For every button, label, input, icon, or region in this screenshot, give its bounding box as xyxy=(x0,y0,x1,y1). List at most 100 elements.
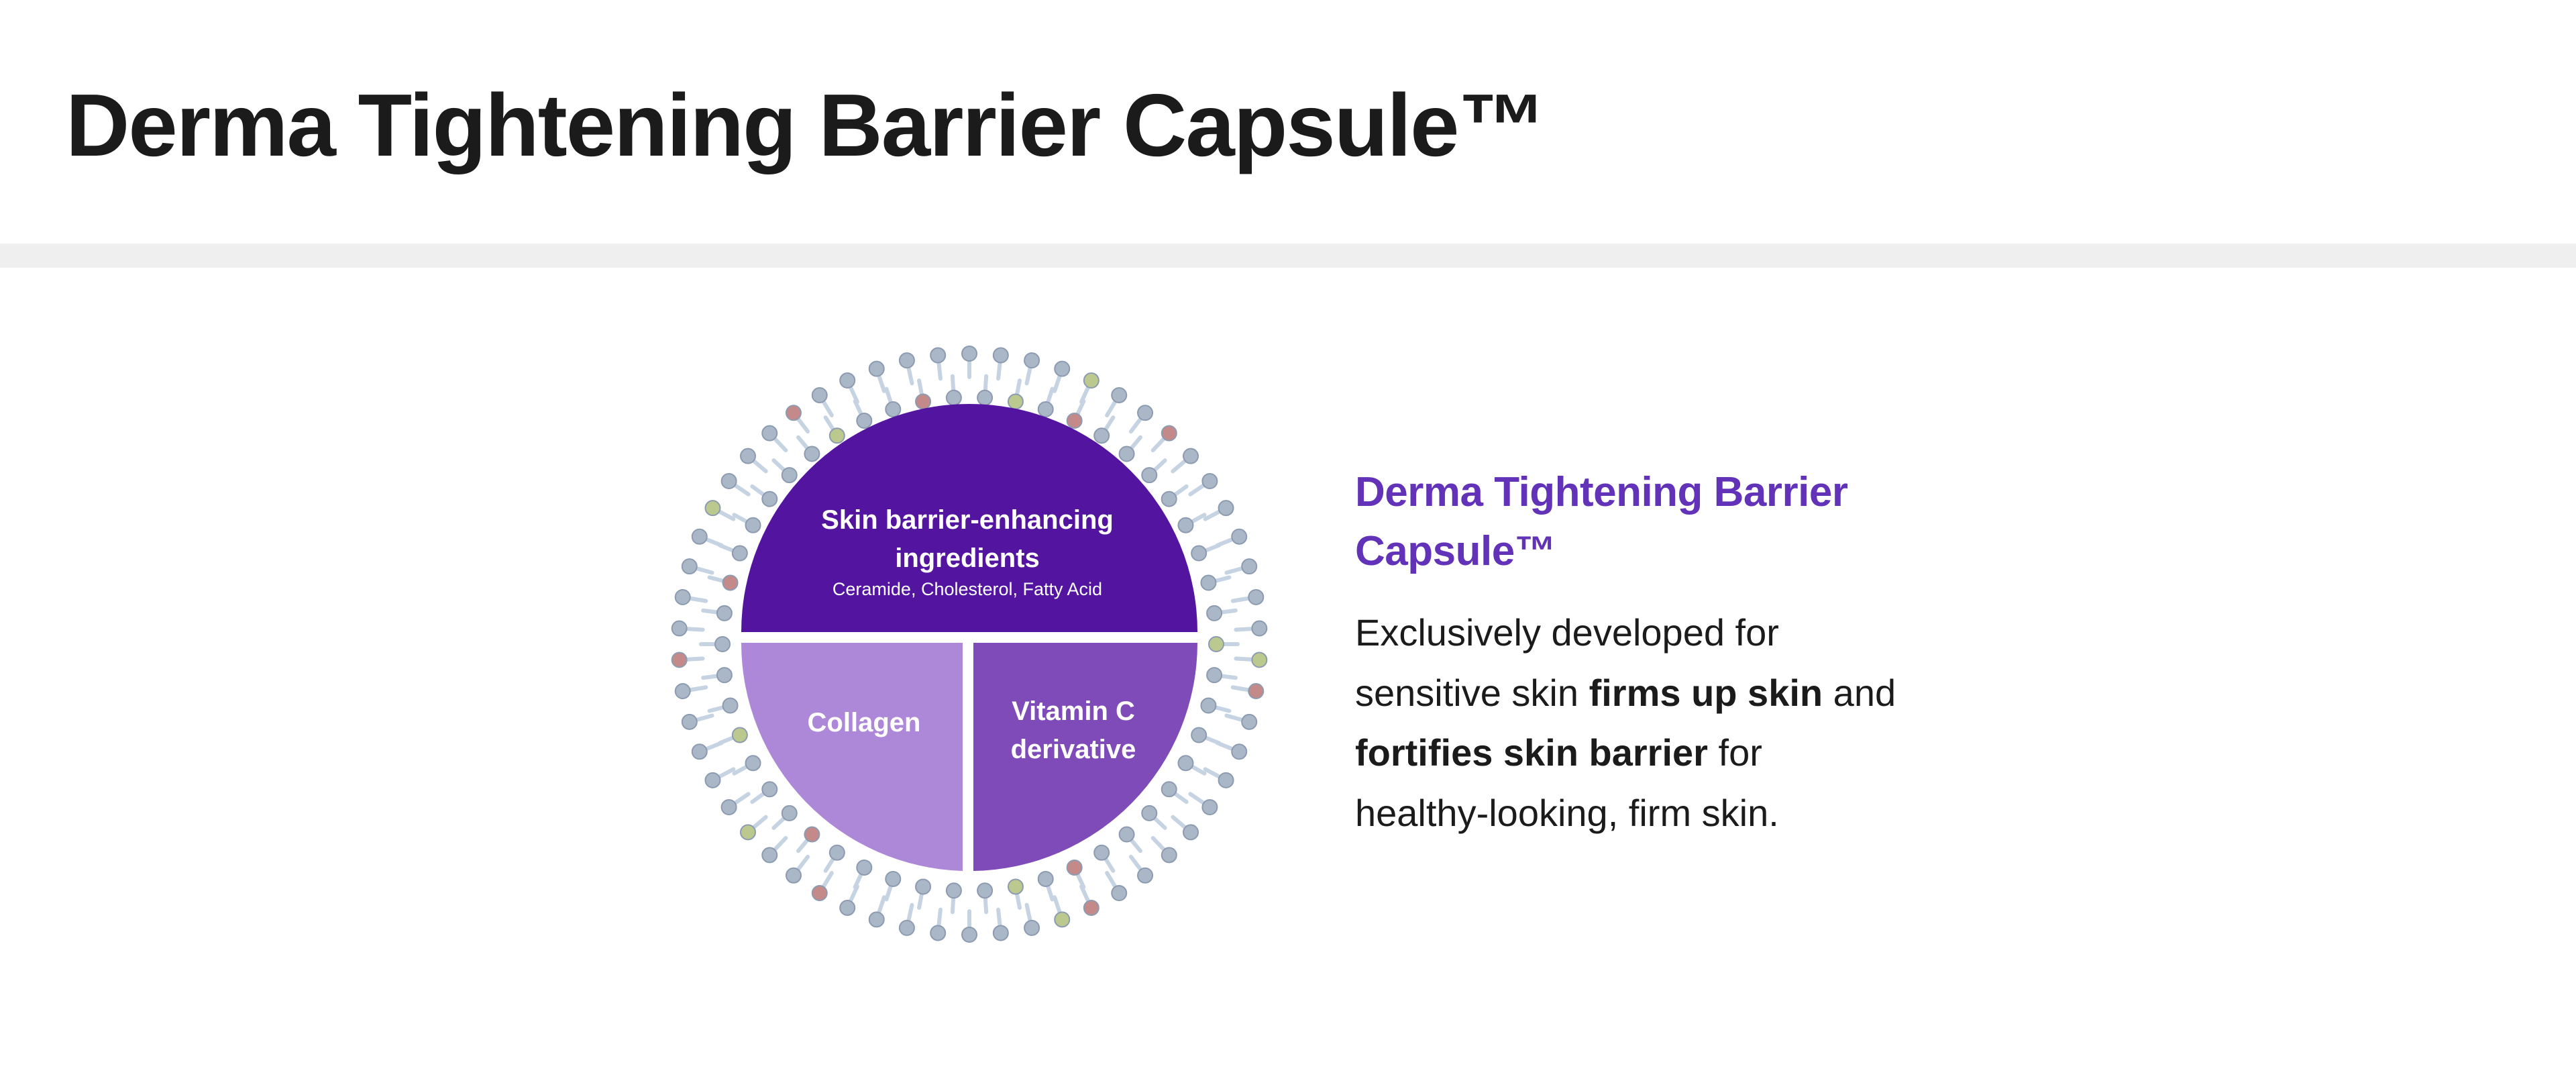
vitamin-c-line2: derivative xyxy=(1011,735,1136,764)
lipid-head xyxy=(739,448,756,464)
lipid-head xyxy=(1066,413,1083,429)
lipid-head xyxy=(714,636,731,652)
lipid-head xyxy=(761,425,778,442)
lipid-head xyxy=(671,620,688,637)
lipid-head xyxy=(1083,899,1099,916)
lipid-head xyxy=(930,347,947,364)
lipid-bilayer-ring xyxy=(671,346,1268,943)
lipid-head xyxy=(828,427,845,444)
lipid-head xyxy=(731,727,748,743)
lipid-head xyxy=(1037,870,1054,887)
info-panel: Derma Tightening Barrier Capsule™ Exclus… xyxy=(1355,463,2026,843)
lipid-head xyxy=(681,558,698,575)
lipid-head xyxy=(977,389,994,406)
lipid-head xyxy=(1206,605,1223,621)
collagen-label: Collagen xyxy=(808,708,921,737)
capsule-illustration: Skin barrier-enhancing ingredients Ceram… xyxy=(667,342,1271,946)
section-divider xyxy=(0,244,2576,268)
lipid-head xyxy=(1177,755,1194,772)
line2-pre: sensitive skin xyxy=(1355,671,1589,714)
lipid-head xyxy=(674,683,691,700)
lipid-head xyxy=(761,847,778,864)
lipid-head xyxy=(1161,781,1177,798)
lipid-head xyxy=(716,605,733,621)
firms-up-skin-emphasis: firms up skin xyxy=(1589,671,1823,714)
lipid-head xyxy=(674,588,691,605)
lipid-head xyxy=(1208,636,1224,652)
lipid-head xyxy=(1161,490,1177,507)
page-title: Derma Tightening Barrier Capsule™ xyxy=(66,76,1546,174)
lipid-head xyxy=(781,805,798,821)
lipid-head xyxy=(1248,588,1265,605)
vitamin-c-segment xyxy=(973,643,1197,871)
lipid-head xyxy=(1251,620,1268,637)
lipid-head xyxy=(671,652,688,668)
info-title-line2: Capsule™ xyxy=(1355,528,1556,575)
lipid-head xyxy=(1024,919,1040,936)
lipid-head xyxy=(1066,859,1083,876)
lipid-head xyxy=(1141,467,1158,484)
lipid-head xyxy=(930,925,947,941)
lipid-head xyxy=(811,885,828,902)
lipid-head xyxy=(885,870,902,887)
lipid-head xyxy=(1251,652,1268,668)
lipid-head xyxy=(1037,401,1054,418)
lipid-head xyxy=(856,413,873,429)
lipid-head xyxy=(1137,867,1154,884)
lipid-head xyxy=(1093,427,1110,444)
lipid-head xyxy=(804,826,820,843)
lipid-head xyxy=(898,919,915,936)
description-line4: healthy-looking, firm skin. xyxy=(1355,791,1779,834)
barrier-title-line2: ingredients xyxy=(895,544,1040,573)
collagen-segment xyxy=(741,643,963,871)
lipid-head xyxy=(785,867,802,884)
lipid-head xyxy=(992,347,1009,364)
lipid-head xyxy=(885,401,902,418)
lipid-head xyxy=(722,697,739,714)
lipid-head xyxy=(1241,713,1258,730)
barrier-title-line1: Skin barrier-enhancing xyxy=(821,505,1114,535)
lipid-head xyxy=(761,781,778,798)
lipid-head xyxy=(898,352,915,369)
lipid-head xyxy=(1083,372,1099,389)
info-description: Exclusively developed for sensitive skin… xyxy=(1355,603,2026,843)
lipid-head xyxy=(1191,727,1208,743)
info-title: Derma Tightening Barrier Capsule™ xyxy=(1355,463,2026,581)
lipid-head xyxy=(1183,824,1199,841)
description-line2: sensitive skin firms up skin and xyxy=(1355,663,2026,723)
lipid-head xyxy=(1111,885,1128,902)
info-title-line1: Derma Tightening Barrier xyxy=(1355,469,1848,515)
lipid-head xyxy=(720,473,737,490)
lipid-head xyxy=(1118,446,1135,462)
lipid-head xyxy=(961,346,977,362)
lipid-head xyxy=(1218,772,1234,788)
lipid-head xyxy=(761,490,778,507)
lipid-head xyxy=(839,899,856,916)
lipid-head xyxy=(839,372,856,389)
lipid-head xyxy=(681,713,698,730)
lipid-head xyxy=(704,500,721,517)
lipid-head xyxy=(745,517,761,533)
line3-post: for xyxy=(1707,731,1762,774)
barrier-ingredients-segment xyxy=(741,404,1197,632)
lipid-head xyxy=(804,446,820,462)
lipid-head xyxy=(945,882,962,899)
lipid-head xyxy=(1191,545,1208,562)
line2-post: and xyxy=(1823,671,1896,714)
lipid-head xyxy=(961,927,977,943)
lipid-head xyxy=(722,574,739,591)
lipid-head xyxy=(868,911,885,928)
lipid-head xyxy=(1007,393,1024,410)
lipid-head xyxy=(868,360,885,377)
lipid-head xyxy=(691,528,708,545)
lipid-head xyxy=(1161,425,1177,442)
lipid-head xyxy=(1218,500,1234,517)
lipid-head xyxy=(915,393,932,410)
lipid-head xyxy=(716,667,733,684)
lipid-head xyxy=(1054,360,1071,377)
lipid-head xyxy=(1231,528,1248,545)
lipid-head xyxy=(1200,697,1217,714)
lipid-head xyxy=(1206,667,1223,684)
lipid-head xyxy=(745,755,761,772)
lipid-head xyxy=(1141,805,1158,821)
